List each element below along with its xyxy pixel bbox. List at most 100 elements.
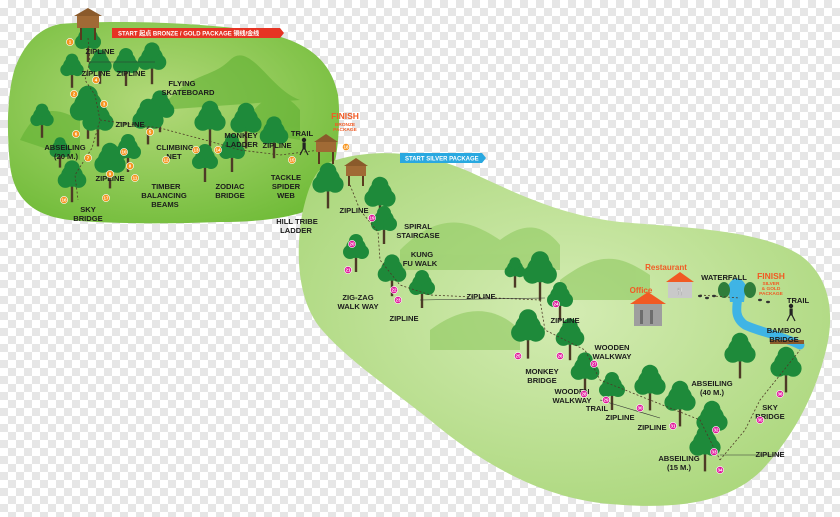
station-number: 32	[713, 428, 719, 433]
tree-icon	[194, 100, 226, 147]
activity-label: ABSEILING(40 M.)	[691, 379, 732, 397]
activity-label: ZIPLINE	[755, 450, 784, 459]
tree-icon	[634, 364, 666, 411]
tree-icon	[75, 24, 101, 62]
station-number: 11	[133, 176, 138, 181]
station-number: 34	[717, 468, 723, 473]
activity-label: ZIPLINE	[550, 316, 579, 325]
station-number: 15	[289, 158, 295, 163]
station-number: 3	[103, 102, 106, 107]
station-marker: 7	[84, 154, 92, 162]
station-marker: 29	[602, 396, 610, 404]
finish-silver-sub-1: SILVER	[763, 281, 781, 287]
bamboo-bridge	[770, 340, 804, 344]
station-number: 28	[581, 392, 587, 397]
station-number: 23	[395, 298, 401, 303]
tree-icon	[343, 234, 369, 272]
station-number: 20	[349, 242, 355, 247]
station-marker: 18	[342, 143, 350, 151]
station-marker: 31	[669, 422, 677, 430]
station-marker: 15	[288, 156, 296, 164]
station-number: 12	[163, 158, 169, 163]
station-number: 17	[103, 196, 109, 201]
station-marker: 13	[192, 146, 200, 154]
start-silver-hut	[344, 158, 368, 186]
activity-label: ZIPLINE	[115, 120, 144, 129]
station-marker: 24	[552, 300, 560, 308]
tree-icon	[94, 142, 126, 189]
finish-silver-title: FINISH	[757, 271, 785, 281]
station-marker: 8	[126, 162, 134, 170]
tree-icon	[60, 53, 84, 88]
station-number: 5	[149, 130, 152, 135]
station-marker: 23	[394, 296, 402, 304]
trees	[30, 24, 802, 472]
station-number: 6	[75, 132, 78, 137]
station-number: 4	[95, 78, 98, 83]
station-number: 31	[670, 424, 676, 429]
station-number: 36	[777, 392, 783, 397]
station-number: 13	[193, 148, 199, 153]
finish-bronze-hut	[314, 134, 338, 164]
waterfall-rocks	[718, 282, 756, 298]
hiker-icon	[299, 137, 309, 156]
station-marker: 28	[580, 390, 588, 398]
tree-icon	[724, 332, 756, 379]
activity-label: ZIPLINE	[637, 423, 666, 432]
start-silver-banner-text: START SILVER PACKAGE	[405, 157, 479, 163]
start-tower	[74, 8, 102, 40]
activity-label: TRAIL	[787, 296, 810, 305]
station-marker: 5	[146, 128, 154, 136]
activity-label: ZIPLINE	[95, 174, 124, 183]
station-marker: 27	[590, 360, 598, 368]
station-marker: 10	[120, 148, 128, 156]
waterfall	[728, 278, 746, 302]
start-bronze-banner: START 起点 BRONZE / GOLD PACKAGE 铜线/金线	[112, 28, 284, 38]
station-marker: 1	[66, 38, 74, 46]
station-number: 9	[109, 172, 112, 177]
station-marker: 17	[102, 194, 110, 202]
activity-label: ZIPLINE	[605, 413, 634, 422]
finish-silver-sub-3: PACKAGE	[759, 291, 783, 297]
station-marker: 26	[556, 352, 564, 360]
station-marker: 34	[716, 466, 724, 474]
station-number: 30	[637, 406, 643, 411]
activity-label: TRAIL	[291, 129, 314, 138]
station-number: 29	[603, 398, 609, 403]
hiker-icon	[786, 303, 796, 322]
station-marker: 21	[344, 266, 352, 274]
activity-label: ZIPLINE	[81, 69, 110, 78]
tree-icon	[230, 102, 262, 149]
finish-silver-sub-2: & GOLD	[762, 286, 781, 292]
waterfall-label: WATERFALL	[701, 273, 747, 282]
finish-silver-label: FINISH SILVER & GOLD PACKAGE	[757, 271, 785, 297]
activity-label: ABSEILING(20 M.)	[44, 143, 85, 161]
finish-bronze-title: FINISH	[331, 111, 359, 121]
station-marker: 30	[636, 404, 644, 412]
station-number: 2	[73, 92, 76, 97]
start-silver-banner: START SILVER PACKAGE	[400, 153, 486, 163]
office-building	[630, 292, 666, 326]
tree-icon	[555, 318, 585, 361]
tree-icon	[82, 100, 114, 147]
station-number: 22	[391, 288, 397, 293]
station-number: 19	[369, 216, 375, 221]
tree-icon	[523, 251, 557, 301]
tree-icon	[377, 254, 407, 297]
start-bronze-banner-text: START 起点 BRONZE / GOLD PACKAGE 铜线/金线	[118, 30, 259, 38]
station-number: 8	[129, 164, 132, 169]
tree-icon	[664, 380, 696, 427]
